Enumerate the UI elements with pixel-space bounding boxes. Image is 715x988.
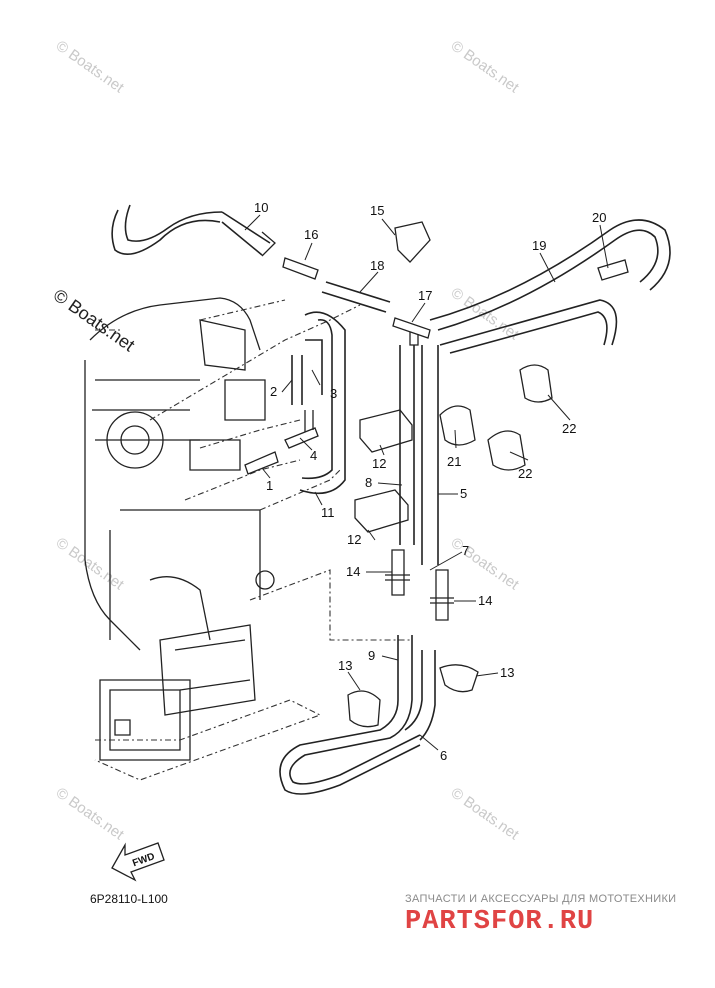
callout-11: 11 <box>321 505 335 520</box>
engine-block <box>84 297 410 781</box>
callout-22a: 22 <box>518 466 532 481</box>
fwd-arrow: FWD <box>111 842 165 882</box>
watermark-main: © Boats.net <box>50 285 139 355</box>
callout-19: 19 <box>532 238 546 253</box>
callout-13a: 13 <box>338 658 352 673</box>
callout-16: 16 <box>304 227 318 242</box>
callout-22b: 22 <box>562 421 576 436</box>
callout-6: 6 <box>440 748 447 763</box>
callout-20: 20 <box>592 210 606 225</box>
watermark-2: © Boats.net <box>448 37 523 96</box>
callout-12b: 12 <box>347 532 361 547</box>
callouts: 10 16 15 18 17 20 19 2 3 4 1 11 12 8 5 1… <box>244 200 609 763</box>
brand-logo[interactable]: PARTSFOR.RU <box>405 907 595 937</box>
callout-14b: 14 <box>478 593 492 608</box>
callout-5: 5 <box>460 486 467 501</box>
callout-9: 9 <box>368 648 375 663</box>
callout-13b: 13 <box>500 665 514 680</box>
callout-10: 10 <box>254 200 268 215</box>
callout-12a: 12 <box>372 456 386 471</box>
callout-2: 2 <box>270 384 277 399</box>
watermark-6: © Boats.net <box>53 784 128 843</box>
callout-3: 3 <box>330 386 337 401</box>
watermark-5: © Boats.net <box>448 534 523 593</box>
brand-tagline: ЗАПЧАСТИ И АКСЕССУАРЫ ДЛЯ МОТОТЕХНИКИ <box>405 893 677 905</box>
callout-14a: 14 <box>346 564 360 579</box>
callout-15: 15 <box>370 203 384 218</box>
watermark-7: © Boats.net <box>448 784 523 843</box>
callout-1: 1 <box>266 478 273 493</box>
callout-4: 4 <box>310 448 317 463</box>
watermark-1: © Boats.net <box>53 37 128 96</box>
callout-18: 18 <box>370 258 384 273</box>
callout-8: 8 <box>365 475 372 490</box>
callout-17: 17 <box>418 288 432 303</box>
part-code: 6P28110-L100 <box>90 892 168 906</box>
hoses <box>111 204 671 795</box>
callout-7: 7 <box>462 543 469 558</box>
callout-21: 21 <box>447 454 461 469</box>
fwd-label: FWD <box>131 851 156 869</box>
